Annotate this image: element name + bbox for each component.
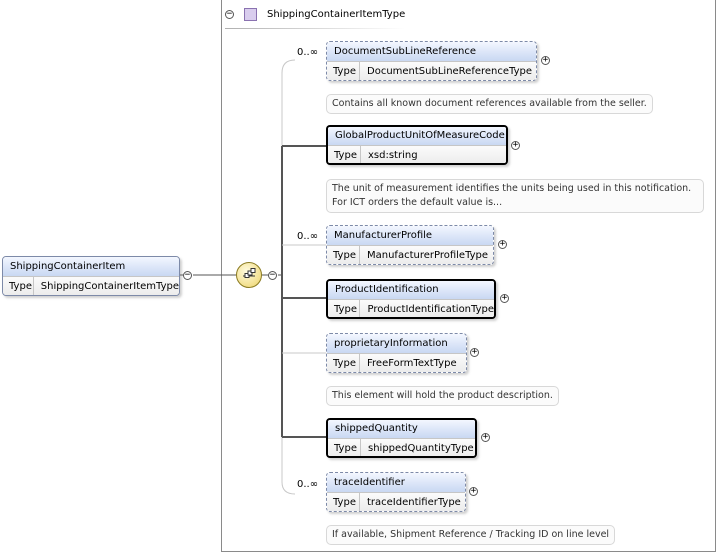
element-box-proprietaryinformation[interactable]: proprietaryInformation Type FreeFormTextT… [326,333,467,373]
type-value: xsd:string [368,150,418,161]
collapse-type-icon[interactable]: − [225,9,234,19]
type-label: Type [327,493,360,511]
expand-icon[interactable]: + [470,347,479,357]
type-label: Type [327,246,360,264]
element-name: ProductIdentification [328,281,494,299]
sequence-compositor-icon[interactable] [236,262,262,288]
element-box-productidentification[interactable]: ProductIdentification Type ProductIdentif… [326,279,496,319]
documentation-note: Contains all known document references a… [326,94,653,114]
documentation-note: The unit of measurement identifies the u… [326,179,704,213]
type-value: ManufacturerProfileType [367,250,489,261]
type-value: shippedQuantityType [368,443,474,454]
type-value: traceIdentifierType [367,497,461,508]
element-name: GlobalProductUnitOfMeasureCode [328,127,506,145]
cardinality-label: 0..∞ [297,231,319,242]
root-element-name: ShippingContainerItem [3,257,179,276]
type-label: Type [328,439,361,456]
type-label: Type [328,300,361,317]
complex-type-icon [244,8,257,21]
element-box-traceidentifier[interactable]: traceIdentifier Type traceIdentifierType [326,472,466,512]
element-box-shippedquantity[interactable]: shippedQuantity Type shippedQuantityType [326,418,477,458]
header-underline [225,28,405,29]
complex-type-frame [221,0,716,552]
element-name: traceIdentifier [327,473,465,492]
collapse-root-icon[interactable]: − [183,270,192,280]
documentation-note: If available, Shipment Reference / Track… [326,525,616,545]
element-box-manufacturerprofile[interactable]: ManufacturerProfile Type ManufacturerProf… [326,225,494,265]
complex-type-title: ShippingContainerItemType [267,9,406,20]
type-label: Type [328,146,361,163]
type-value: ProductIdentificationType [367,304,494,315]
type-label: Type [327,62,360,80]
element-name: shippedQuantity [328,420,475,438]
cardinality-label: 0..∞ [297,479,319,490]
expand-icon[interactable]: + [511,140,520,150]
cardinality-label: 0..∞ [297,47,319,58]
element-box-documentsublinereference[interactable]: DocumentSubLineReference Type DocumentSub… [326,41,537,81]
type-label: Type [327,354,360,372]
type-value: FreeFormTextType [367,358,457,369]
root-type-value: ShippingContainerItemType [40,281,179,292]
element-name: proprietaryInformation [327,334,466,353]
element-name: DocumentSubLineReference [327,42,536,61]
root-element-box[interactable]: ShippingContainerItem Type ShippingConta… [2,256,180,296]
expand-icon[interactable]: + [469,486,478,496]
element-name: ManufacturerProfile [327,226,493,245]
expand-icon[interactable]: + [498,239,507,249]
expand-icon[interactable]: + [481,432,490,442]
root-type-label: Type [3,277,34,295]
collapse-sequence-icon[interactable]: − [268,270,277,280]
documentation-note: This element will hold the product descr… [326,386,559,406]
type-value: DocumentSubLineReferenceType [367,66,533,77]
element-box-globalproductunitofmeasurecode[interactable]: GlobalProductUnitOfMeasureCode Type xsd:s… [326,125,508,165]
expand-icon[interactable]: + [541,55,550,65]
expand-icon[interactable]: + [500,293,509,303]
